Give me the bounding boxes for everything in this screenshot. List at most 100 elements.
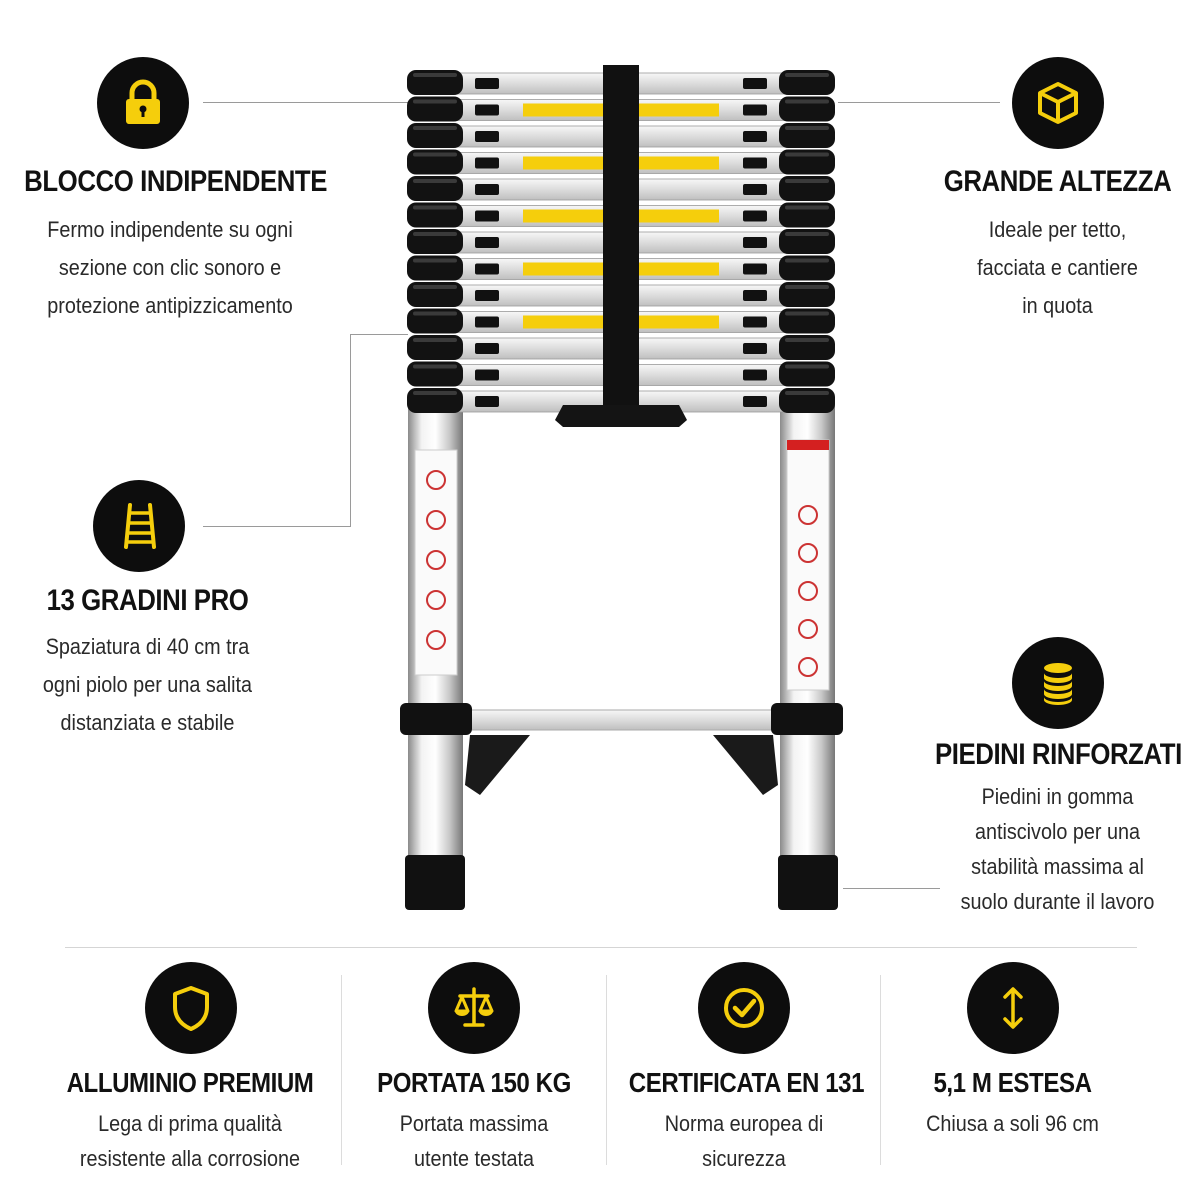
strap-handle: [555, 405, 687, 427]
rung-left-cap: [475, 131, 499, 142]
rung-right-cap: [743, 131, 767, 142]
rung-right-cap: [743, 343, 767, 354]
right-joint-highlight: [785, 232, 829, 236]
coin-stack-icon-badge: [1012, 637, 1104, 729]
column-separator-1: [341, 975, 342, 1165]
left-joint-highlight: [413, 391, 457, 395]
left-warning-symbol: [426, 630, 446, 650]
telescopic-ladder-image: [400, 65, 843, 910]
ladder-icon-badge: [93, 480, 185, 572]
right-warning-symbol: [798, 581, 818, 601]
gradini-title: 13 GRADINI PRO: [46, 584, 249, 617]
right-joint-highlight: [785, 179, 829, 183]
left-warning-symbol: [426, 510, 446, 530]
scale-icon-badge: [428, 962, 520, 1054]
rung-right-cap: [743, 210, 767, 222]
section-divider: [65, 947, 1137, 948]
rung-left-cap: [475, 210, 499, 222]
leader-line-gradini-h: [203, 526, 351, 527]
right-rubber-foot: [778, 855, 838, 910]
right-warning-symbol: [798, 657, 818, 677]
rung-left-cap: [475, 237, 499, 248]
right-joint-highlight: [785, 73, 829, 77]
left-joint-highlight: [413, 285, 457, 289]
right-joint-highlight: [785, 126, 829, 130]
certificata-title: CERTIFICATA EN 131: [628, 1067, 865, 1098]
bottom-rung: [464, 709, 778, 731]
portata-description: Portata massima utente testata: [399, 1111, 549, 1171]
altezza-title: GRANDE ALTEZZA: [943, 165, 1172, 198]
left-joint-highlight: [413, 99, 457, 104]
rung-left-cap: [475, 104, 499, 116]
right-joint-highlight: [785, 285, 829, 289]
right-bottom-clamp: [771, 703, 843, 735]
altezza-description: Ideale per tetto, facciata e cantiere in…: [977, 217, 1138, 318]
piedini-title: PIEDINI RINFORZATI: [934, 738, 1182, 771]
left-joint-highlight: [413, 258, 457, 263]
blocco-title: BLOCCO INDIPENDENTE: [24, 165, 328, 198]
cube-icon: [1038, 82, 1078, 124]
right-warning-symbol: [798, 505, 818, 525]
leader-line-gradini-h2: [350, 334, 408, 335]
gradini-description: Spaziatura di 40 cm tra ogni piolo per u…: [42, 634, 253, 735]
leader-line-piedini: [843, 888, 940, 889]
rung-right-cap: [743, 237, 767, 248]
right-joint-highlight: [785, 152, 829, 157]
left-joint-highlight: [413, 126, 457, 130]
right-joint-highlight: [785, 311, 829, 316]
check-circle-icon: [724, 988, 764, 1028]
blocco-description: Fermo indipendente su ogni sezione con c…: [47, 217, 293, 318]
left-rubber-foot: [405, 855, 465, 910]
portata-title: PORTATA 150 KG: [377, 1067, 571, 1098]
right-warning-symbol: [798, 543, 818, 563]
shield-icon: [173, 986, 209, 1031]
leader-line-altezza: [838, 102, 1000, 103]
piedini-description: Piedini in gomma antiscivolo per una sta…: [960, 784, 1155, 914]
scale-icon: [454, 987, 494, 1027]
left-bottom-clamp: [400, 703, 472, 735]
right-warning-symbol: [798, 619, 818, 639]
rung-left-cap: [475, 184, 499, 195]
column-separator-2: [606, 975, 607, 1165]
rung-left-cap: [475, 157, 499, 169]
right-safety-label-header: [787, 440, 829, 450]
rung-left-cap: [475, 369, 499, 381]
left-brace: [465, 735, 530, 795]
coin-stack-icon: [1044, 663, 1072, 705]
left-joint-highlight: [413, 364, 457, 369]
right-joint-highlight: [785, 338, 829, 342]
vertical-arrows-icon: [1003, 987, 1023, 1029]
alluminio-description: Lega di prima qualità resistente alla co…: [79, 1111, 301, 1171]
right-joint-highlight: [785, 364, 829, 369]
column-separator-3: [880, 975, 881, 1165]
alluminio-title: ALLUMINIO PREMIUM: [66, 1067, 314, 1098]
cube-icon-badge: [1012, 57, 1104, 149]
rung-right-cap: [743, 396, 767, 407]
right-joint-highlight: [785, 99, 829, 104]
certificata-description: Norma europea di sicurezza: [664, 1111, 824, 1171]
leader-line-blocco: [203, 102, 408, 103]
left-warning-symbol: [426, 590, 446, 610]
rung-left-cap: [475, 290, 499, 301]
left-safety-label: [414, 449, 458, 676]
padlock-icon: [126, 79, 160, 124]
leader-line-gradini-v: [350, 334, 351, 527]
left-joint-highlight: [413, 205, 457, 210]
left-warning-symbol: [426, 470, 446, 490]
rung-right-cap: [743, 369, 767, 381]
ladder-icon: [124, 503, 156, 549]
rung-right-cap: [743, 104, 767, 116]
center-strap: [603, 65, 639, 405]
left-joint-highlight: [413, 232, 457, 236]
left-joint-highlight: [413, 179, 457, 183]
rung-right-cap: [743, 290, 767, 301]
rung-right-cap: [743, 157, 767, 169]
rung-right-cap: [743, 184, 767, 195]
left-warning-symbol: [426, 550, 446, 570]
padlock-icon-badge: [97, 57, 189, 149]
right-joint-highlight: [785, 205, 829, 210]
left-joint-highlight: [413, 73, 457, 77]
right-brace: [713, 735, 778, 795]
estesa-title: 5,1 M ESTESA: [933, 1067, 1092, 1098]
vertical-arrows-icon-badge: [967, 962, 1059, 1054]
